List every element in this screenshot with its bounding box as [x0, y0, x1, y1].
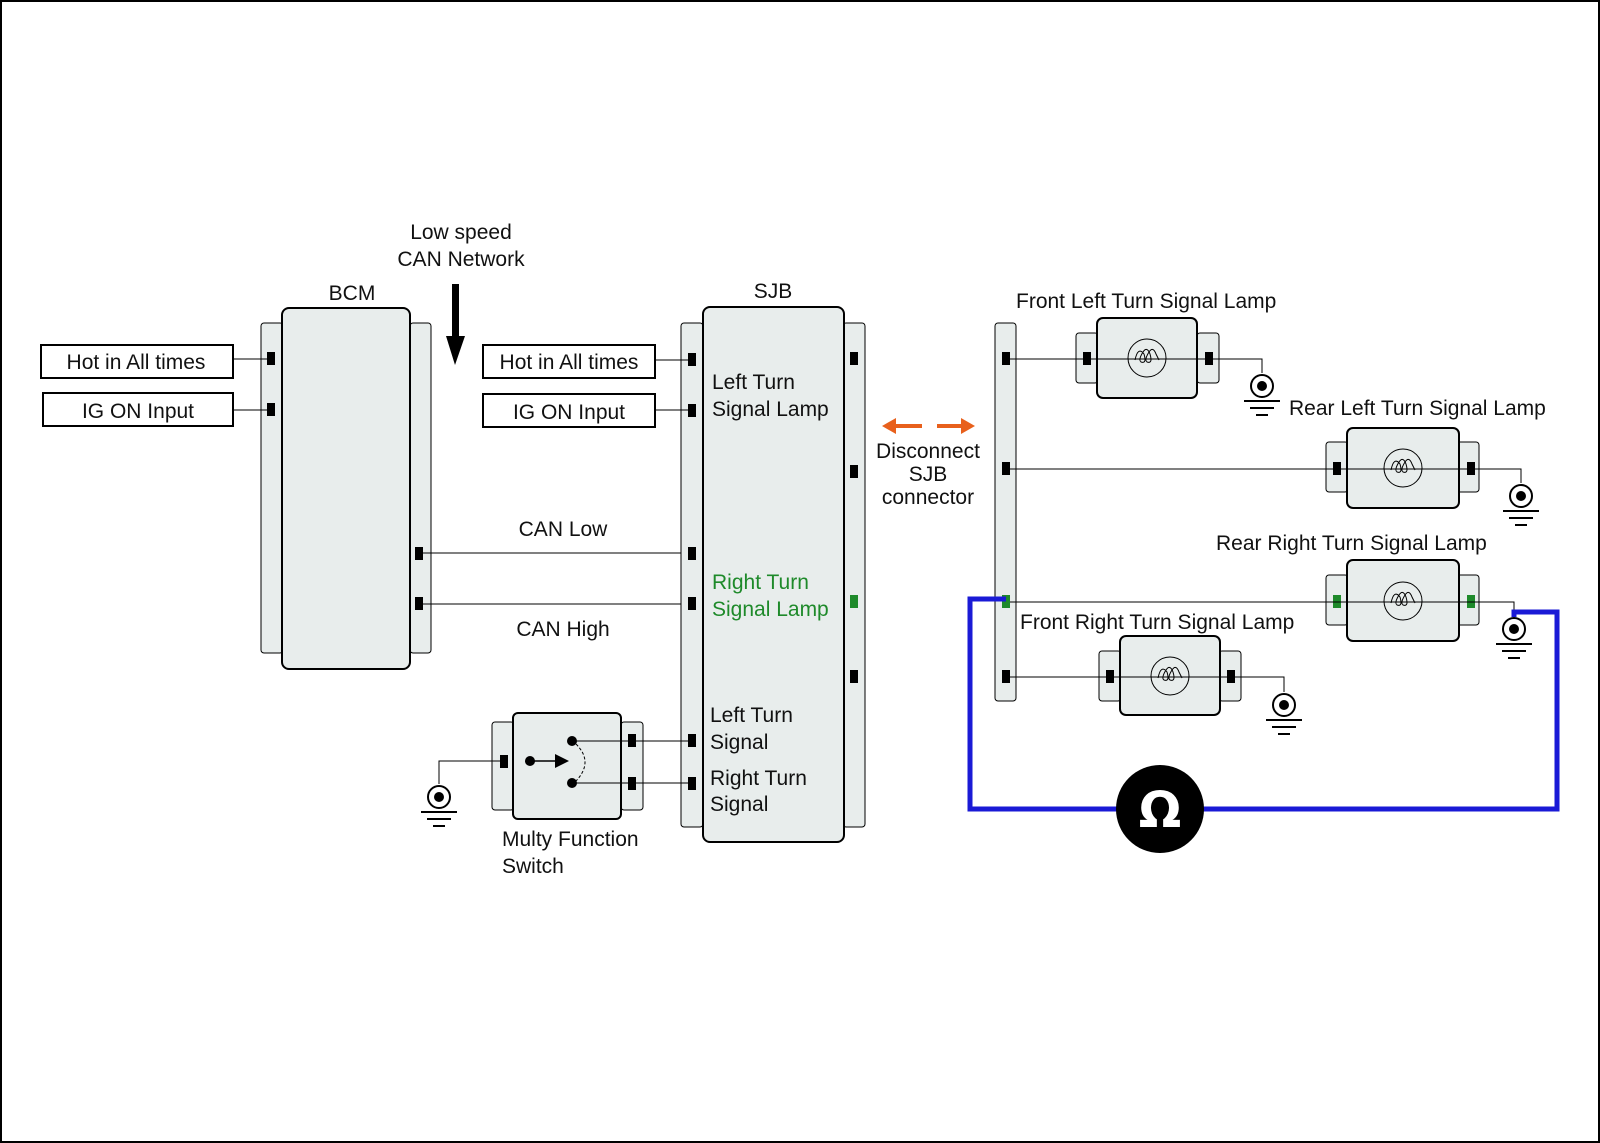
- front-right-lamp-label: Front Right Turn Signal Lamp: [1020, 611, 1294, 634]
- sjb-out-pin-1: [850, 352, 858, 365]
- disconnect-line-3: connector: [882, 486, 974, 509]
- bcm-title: BCM: [329, 282, 376, 305]
- bcm-hot-box: [40, 344, 234, 379]
- sjb-right-lamp-2: Signal Lamp: [712, 598, 829, 621]
- sjb-pin-can-high: [688, 597, 696, 610]
- sjb-right-signal-2: Signal: [710, 793, 768, 816]
- sjb-right-signal-1: Right Turn: [710, 767, 807, 790]
- ground-icon: [1495, 617, 1533, 659]
- front-left-lamp-body: [1096, 317, 1198, 399]
- mfs-ground-wire: [438, 760, 500, 784]
- disconnect-line-1: Disconnect: [876, 440, 980, 463]
- sjb-hot-label: Hot in All times: [500, 351, 639, 374]
- bcm-ig-input: IG ON Input: [42, 392, 267, 427]
- bcm-hot-label: Hot in All times: [67, 351, 206, 374]
- bcm-hot-input: Hot in All times: [40, 344, 267, 379]
- harness-connector: [994, 322, 1017, 702]
- front-right-lamp-body: [1119, 635, 1221, 716]
- sjb-hot-input: Hot in All times: [482, 344, 688, 379]
- meter-lead-left: [967, 596, 1117, 812]
- ohmmeter-symbol: Ω: [1139, 781, 1182, 839]
- sjb-ig-input: IG ON Input: [482, 393, 688, 428]
- disconnect-line-2: SJB: [909, 463, 948, 486]
- sjb-title: SJB: [754, 280, 793, 303]
- sjb-right-lamp-1: Right Turn: [712, 571, 809, 594]
- rear-left-lamp: Rear Left Turn Signal Lamp: [1010, 397, 1546, 526]
- front-left-lamp-label: Front Left Turn Signal Lamp: [1016, 290, 1276, 313]
- rear-right-lamp-label: Rear Right Turn Signal Lamp: [1216, 532, 1487, 555]
- network-line-2: CAN Network: [397, 248, 525, 271]
- bcm-module: BCM: [260, 282, 432, 670]
- bcm-pin-can-high: [415, 597, 423, 610]
- harness-pin-4: [1002, 670, 1010, 683]
- bcm-ig-box: [42, 392, 234, 427]
- sjb-module: SJB Left Turn Signal Lamp Right Turn Sig…: [680, 280, 866, 843]
- bcm-ig-label: IG ON Input: [82, 400, 194, 423]
- front-left-lamp: Front Left Turn Signal Lamp: [1010, 290, 1281, 416]
- sjb-right-connector: [842, 322, 866, 828]
- ground-icon: [1502, 484, 1540, 526]
- sjb-left-signal-1: Left Turn: [710, 704, 793, 727]
- harness-connector-body: [994, 322, 1017, 702]
- sjb-pin-hot: [688, 353, 696, 366]
- bcm-body: [281, 307, 411, 670]
- rear-left-lamp-label: Rear Left Turn Signal Lamp: [1289, 397, 1546, 420]
- sjb-out-pin-4: [850, 670, 858, 683]
- mfs-label-2: Switch: [502, 855, 564, 878]
- meter-lead-right: [1203, 609, 1560, 812]
- front-right-lamp: Front Right Turn Signal Lamp: [1010, 611, 1303, 735]
- double-arrow-icon: [882, 418, 975, 434]
- mfs-body: [512, 712, 622, 820]
- down-arrow-icon: [446, 284, 465, 365]
- rear-right-lamp: Rear Right Turn Signal Lamp: [1010, 532, 1533, 659]
- sjb-left-connector: [680, 322, 704, 828]
- network-line-1: Low speed: [410, 221, 512, 244]
- sjb-out-pin-right-lamp: [850, 595, 858, 608]
- bcm-pin-can-low: [415, 547, 423, 560]
- sjb-pin-right-signal: [688, 777, 696, 790]
- sjb-ig-label: IG ON Input: [513, 401, 625, 424]
- ground-icon: [1243, 374, 1281, 416]
- rear-right-lamp-body: [1346, 559, 1460, 642]
- switch-icon: [525, 736, 586, 788]
- ohmmeter-icon: Ω: [1116, 765, 1204, 853]
- bcm-pin-ig: [267, 403, 275, 416]
- sjb-left-lamp-1: Left Turn: [712, 371, 795, 394]
- ground-icon: [1265, 693, 1303, 735]
- can-network-label: Low speed CAN Network: [397, 221, 525, 365]
- harness-pin-1: [1002, 352, 1010, 365]
- bcm-pin-hot: [267, 352, 275, 365]
- sjb-pin-left-signal: [688, 734, 696, 747]
- sjb-pin-can-low: [688, 547, 696, 560]
- multi-function-switch: Multy Function Switch: [491, 712, 644, 878]
- sjb-body: [702, 306, 845, 843]
- sjb-left-signal-2: Signal: [710, 731, 768, 754]
- sjb-pin-ig: [688, 404, 696, 417]
- mfs-pin-in: [500, 755, 508, 768]
- rear-left-lamp-body: [1346, 427, 1460, 509]
- sjb-left-lamp-2: Signal Lamp: [712, 398, 829, 421]
- harness-pin-2: [1002, 462, 1010, 475]
- can-high-label: CAN High: [516, 618, 609, 641]
- sjb-hot-box: [482, 344, 656, 379]
- sjb-out-pin-2: [850, 465, 858, 478]
- mfs-label-1: Multy Function: [502, 828, 639, 851]
- can-low-label: CAN Low: [519, 518, 609, 541]
- bcm-left-connector: [260, 322, 284, 654]
- ground-icon: [420, 785, 458, 827]
